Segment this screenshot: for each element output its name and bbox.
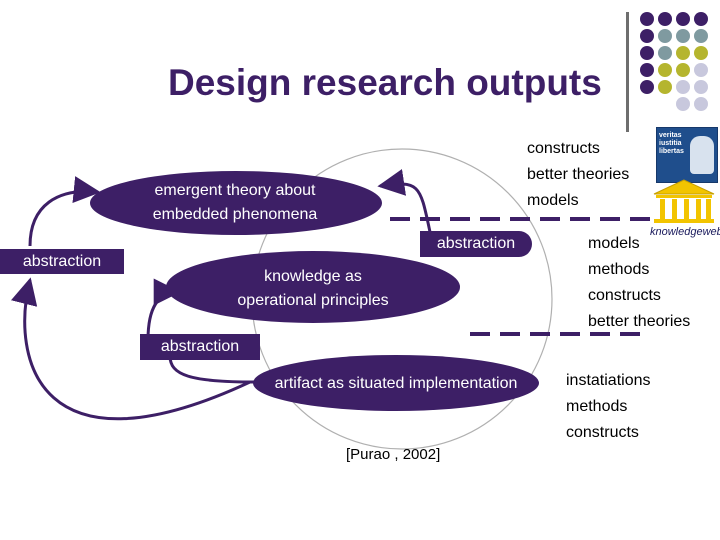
- decorative-dot: [640, 63, 654, 77]
- decorative-dot: [694, 63, 708, 77]
- theory-ellipse: [90, 171, 382, 235]
- knowledge-node: knowledge as operational principles: [188, 265, 438, 313]
- decorative-dot: [640, 80, 654, 94]
- decorative-dot: [676, 80, 690, 94]
- decorative-dot: [694, 46, 708, 60]
- abstraction-label-left: abstraction: [0, 249, 124, 274]
- decorative-dot: [694, 29, 708, 43]
- artifact-ellipse: [253, 355, 539, 411]
- decorative-dot: [694, 12, 708, 26]
- list-item: constructs: [588, 287, 661, 304]
- arrow-abstraction-to-theory: [28, 176, 101, 247]
- arrow-artifact-to-abstraction: [168, 355, 255, 384]
- list-item: constructs: [566, 424, 639, 441]
- theory-node: emergent theory about embedded phenomena: [110, 179, 360, 227]
- list-item: better theories: [527, 166, 630, 183]
- list-item: models: [527, 192, 579, 209]
- decorative-dot: [676, 12, 690, 26]
- decorative-dot: [676, 29, 690, 43]
- decorative-dot: [694, 80, 708, 94]
- knowledgeweb-logo-text: knowledgeweb: [650, 226, 720, 238]
- logo-text-3: libertas: [659, 148, 684, 155]
- decorative-dot: [676, 46, 690, 60]
- list-item: instatiations: [566, 372, 651, 389]
- logo-figure-icon: [690, 136, 714, 174]
- theory-line-2: embedded phenomena: [152, 206, 318, 223]
- decorative-dot: [658, 12, 672, 26]
- building-icon: [653, 179, 715, 223]
- decorative-dot: [658, 63, 672, 77]
- abstraction-label-bottom: abstraction: [140, 334, 260, 360]
- knowledgeweb-logo: knowledgeweb: [650, 226, 720, 242]
- outputs-list-middle: models methods constructs better theorie…: [588, 231, 690, 335]
- outputs-list-top: constructs better theories models: [527, 136, 629, 214]
- arrow-left-loop: [11, 277, 251, 421]
- logo-text-1: veritas: [659, 132, 682, 139]
- list-item: models: [588, 235, 640, 252]
- abstraction-label-top: abstraction: [420, 231, 532, 257]
- decorative-dot: [640, 29, 654, 43]
- decorative-dot: [676, 97, 690, 111]
- divider-line: [626, 12, 629, 132]
- knowledge-line-1: knowledge as: [264, 268, 362, 285]
- outputs-list-bottom: instatiations methods constructs: [566, 368, 651, 446]
- arrow-abstraction-to-theory-right: [377, 169, 432, 233]
- list-item: constructs: [527, 140, 600, 157]
- list-item: better theories: [588, 313, 691, 330]
- list-item: methods: [588, 261, 650, 278]
- knowledge-ellipse: [166, 251, 460, 323]
- decorative-dot: [658, 80, 672, 94]
- decorative-dot: [640, 46, 654, 60]
- decorative-dot: [640, 12, 654, 26]
- decorative-dot-grid: [640, 12, 720, 116]
- theory-line-1: emergent theory about: [154, 182, 316, 199]
- decorative-dot: [658, 29, 672, 43]
- citation: [Purao , 2002]: [346, 446, 441, 463]
- arrow-abstraction-to-knowledge: [146, 278, 181, 341]
- page-title: Design research outputs: [168, 62, 602, 103]
- logo-text-2: iustitia: [659, 140, 682, 147]
- knowledge-line-2: operational principles: [237, 292, 389, 309]
- decorative-dot: [694, 97, 708, 111]
- decorative-dot: [676, 63, 690, 77]
- decorative-dot: [658, 46, 672, 60]
- list-item: methods: [566, 398, 628, 415]
- artifact-node: artifact as situated implementation: [274, 375, 518, 392]
- university-logo: veritas iustitia libertas: [656, 127, 718, 183]
